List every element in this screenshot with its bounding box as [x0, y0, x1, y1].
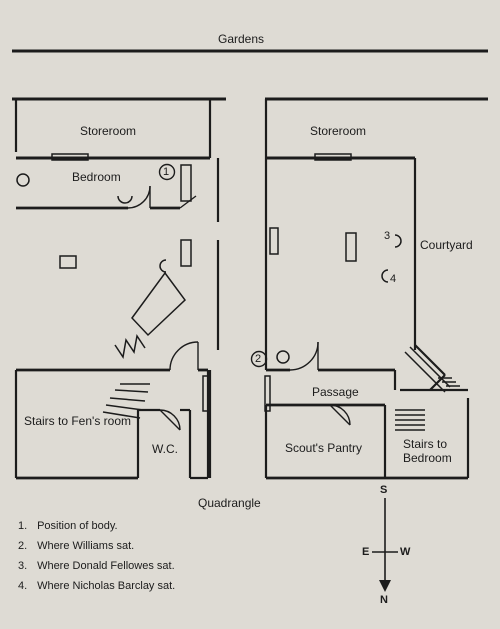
label-wc: W.C. [152, 442, 178, 456]
compass-south: S [380, 484, 388, 496]
left-building-walls [14, 99, 220, 480]
legend-text: Where Donald Fellowes sat. [37, 560, 175, 572]
stairs [102, 346, 460, 431]
position-markers [158, 163, 268, 368]
marker-2-number: 2 [255, 353, 262, 365]
marker-2-circle [250, 350, 268, 368]
marker-4-number: 4 [390, 273, 397, 285]
compass-arrow [372, 498, 398, 592]
legend-number: 4. [18, 580, 28, 592]
compass-north: N [380, 594, 388, 606]
compass-east: E [362, 546, 370, 558]
marker-1-number: 1 [163, 166, 170, 178]
legend-number: 1. [18, 520, 28, 532]
legend-text: Where Nicholas Barclay sat. [37, 580, 176, 592]
label-stairs-fens-room: Stairs to Fen's room [24, 414, 131, 428]
legend-number: 3. [18, 560, 28, 572]
compass-west: W [400, 546, 411, 558]
furniture [16, 153, 402, 412]
legend-text: Where Williams sat. [37, 540, 135, 552]
label-quadrangle: Quadrangle [198, 496, 261, 510]
label-stairs-to-bedroom-line2: Bedroom [403, 451, 452, 465]
legend: 1. Position of body. 2. Where Williams s… [18, 516, 175, 596]
label-storeroom-left: Storeroom [80, 124, 137, 138]
marker-3-number: 3 [384, 230, 391, 242]
marker-1-circle [158, 163, 176, 181]
label-scouts-pantry: Scout's Pantry [285, 441, 362, 455]
legend-number: 2. [18, 540, 28, 552]
legend-item: 2. Where Williams sat. [18, 536, 175, 556]
left-door-swings [127, 185, 199, 431]
label-courtyard: Courtyard [420, 238, 473, 252]
label-storeroom-right: Storeroom [310, 124, 367, 138]
legend-item: 1. Position of body. [18, 516, 175, 536]
legend-text: Position of body. [37, 520, 118, 532]
right-door-swings [289, 341, 351, 426]
label-gardens: Gardens [218, 32, 265, 46]
label-bedroom: Bedroom [72, 170, 121, 184]
legend-item: 3. Where Donald Fellowes sat. [18, 556, 175, 576]
right-building-walls [264, 99, 470, 480]
label-passage: Passage [312, 385, 359, 399]
legend-item: 4. Where Nicholas Barclay sat. [18, 576, 175, 596]
label-stairs-to-bedroom-line1: Stairs to [403, 437, 448, 451]
